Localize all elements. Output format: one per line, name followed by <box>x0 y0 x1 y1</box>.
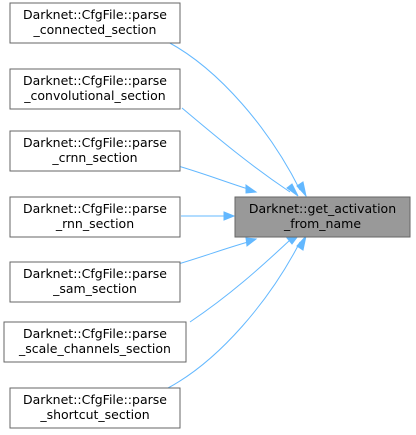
caller-node-shortcut[interactable]: Darknet::CfgFile::parse _shortcut_sectio… <box>9 387 181 429</box>
caller-node-line2: _scale_channels_section <box>18 341 171 356</box>
caller-node-line1: Darknet::CfgFile::parse <box>23 135 167 150</box>
edge-crnn-arrow <box>245 184 258 194</box>
caller-node-line2: _shortcut_section <box>39 407 149 422</box>
caller-node-line2: _crnn_section <box>51 150 137 165</box>
caller-node-line2: _connected_section <box>33 22 157 37</box>
edge-convolutional-arrow <box>286 183 299 197</box>
edge-rnn-arrow <box>223 211 236 221</box>
caller-node-line1: Darknet::CfgFile::parse <box>23 73 167 88</box>
caller-node-crnn[interactable]: Darknet::CfgFile::parse _crnn_section <box>9 130 181 172</box>
caller-node-sam[interactable]: Darknet::CfgFile::parse _sam_section <box>9 261 181 303</box>
caller-node-line1: Darknet::CfgFile::parse <box>23 7 167 22</box>
caller-node-convolutional[interactable]: Darknet::CfgFile::parse _convolutional_s… <box>9 68 181 110</box>
caller-node-line2: _rnn_section <box>55 216 134 231</box>
edge-scale-channels <box>189 239 291 323</box>
target-node-line2: _from_name <box>283 216 361 231</box>
target-node-line1: Darknet::get_activation <box>249 201 396 216</box>
target-node[interactable]: Darknet::get_activation _from_name <box>234 196 411 238</box>
edge-sam-arrow <box>245 237 258 247</box>
caller-node-line2: _sam_section <box>52 281 137 296</box>
edge-shortcut-arrow <box>296 234 307 251</box>
caller-node-line2: _convolutional_section <box>23 88 165 103</box>
caller-node-connected[interactable]: Darknet::CfgFile::parse _connected_secti… <box>9 2 181 44</box>
caller-node-line1: Darknet::CfgFile::parse <box>23 201 167 216</box>
edge-shortcut <box>167 241 301 389</box>
edge-connected <box>167 41 301 191</box>
caller-node-scale-channels[interactable]: Darknet::CfgFile::parse _scale_channels_… <box>3 321 187 363</box>
caller-node-line1: Darknet::CfgFile::parse <box>23 266 167 281</box>
caller-node-line1: Darknet::CfgFile::parse <box>23 326 167 341</box>
edge-convolutional <box>181 107 291 193</box>
edge-connected-arrow <box>296 181 307 198</box>
caller-node-rnn[interactable]: Darknet::CfgFile::parse _rnn_section <box>9 196 181 238</box>
caller-node-line1: Darknet::CfgFile::parse <box>23 392 167 407</box>
